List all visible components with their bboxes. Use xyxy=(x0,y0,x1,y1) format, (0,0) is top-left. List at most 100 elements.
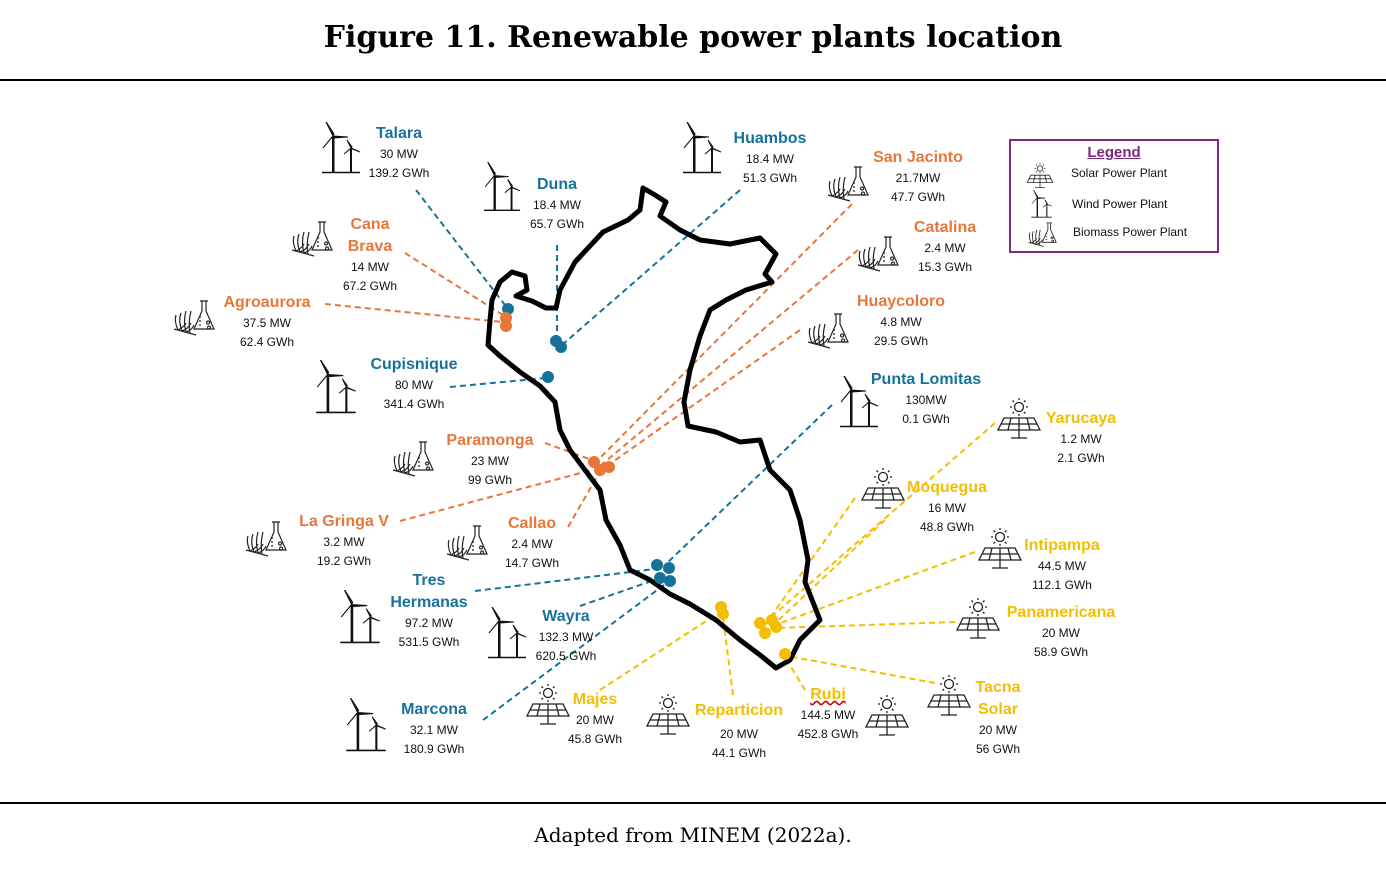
plant-capacity: 44.5 MW xyxy=(1037,559,1086,573)
plant-label-talara: Talara 30 MW 139.2 GWh xyxy=(369,123,430,183)
plant-label-la-gringa-v: La Gringa V 3.2 MW 19.2 GWh xyxy=(299,511,389,571)
biomass-icon xyxy=(446,525,488,561)
marker-wind xyxy=(651,559,663,571)
plant-name: Majes xyxy=(572,691,618,708)
top-rule xyxy=(0,79,1386,81)
plant-name: Rubi xyxy=(810,686,846,703)
plant-energy: 62.4 GWh xyxy=(239,335,295,349)
plant-energy: 56 GWh xyxy=(975,742,1020,756)
plant-capacity: 23 MW xyxy=(470,454,510,468)
leader-cana-brava xyxy=(404,252,504,316)
plant-capacity: 20 MW xyxy=(978,723,1017,737)
wind-turbine-icon xyxy=(340,590,381,644)
wind-turbine-icon xyxy=(1031,190,1053,218)
biomass-icon xyxy=(173,300,215,336)
plant-name: Huaycoloro xyxy=(856,293,946,310)
solar-panel-icon xyxy=(997,398,1041,439)
legend-item-solar: Solar Power Plant xyxy=(1071,166,1168,180)
plant-energy: 51.3 GWh xyxy=(742,171,798,185)
marker-wind xyxy=(664,575,676,587)
plant-name: Tres xyxy=(412,572,446,589)
leader-san-jacinto xyxy=(595,203,853,463)
leader-intipampa xyxy=(774,551,976,626)
plant-capacity: 130MW xyxy=(905,393,947,407)
marker-wind xyxy=(555,341,567,353)
plant-name: La Gringa V xyxy=(299,513,389,530)
leader-talara xyxy=(415,189,506,306)
plant-name: Cupisnique xyxy=(370,356,458,373)
plant-energy: 29.5 GWh xyxy=(873,334,929,348)
leader-panamericana xyxy=(774,621,956,629)
wind-turbine-icon xyxy=(683,122,722,174)
marker-wind xyxy=(663,562,675,574)
plant-label-cana-brava: Cana Brava 14 MW 67.2 GWh xyxy=(343,214,397,296)
solar-panel-icon xyxy=(956,598,1000,639)
plant-name: Panamericana xyxy=(1006,604,1116,621)
leader-moquegua xyxy=(764,497,856,626)
plant-capacity: 20 MW xyxy=(575,713,614,727)
figure-caption: Adapted from MINEM (2022a). xyxy=(534,823,852,847)
biomass-icon xyxy=(291,221,333,257)
plant-capacity: 80 MW xyxy=(394,378,434,392)
wind-turbine-icon xyxy=(346,698,387,752)
plant-name: Intipampa xyxy=(1024,537,1100,554)
plant-label-cupisnique: Cupisnique 80 MW 341.4 GWh xyxy=(370,354,457,414)
plant-capacity: 4.8 MW xyxy=(880,315,922,329)
solar-panel-icon xyxy=(865,695,909,736)
plant-label-marcona: Marcona 32.1 MW 180.9 GWh xyxy=(401,699,467,759)
plant-label-agroaurora: Agroaurora 37.5 MW 62.4 GWh xyxy=(223,292,310,352)
biomass-icon xyxy=(827,166,869,202)
wind-turbine-icon xyxy=(484,162,521,211)
marker-solar xyxy=(779,648,791,660)
wind-turbine-icon xyxy=(316,360,357,414)
legend-title: Legend xyxy=(1087,144,1141,161)
plant-label-tacna-solar: Tacna Solar 20 MW 56 GWh xyxy=(975,677,1020,759)
plant-energy: 2.1 GWh xyxy=(1057,451,1105,465)
biomass-icon xyxy=(392,441,434,477)
leader-huaycoloro xyxy=(603,329,801,469)
leader-reparticion xyxy=(721,609,734,696)
plant-label-huambos: Huambos 18.4 MW 51.3 GWh xyxy=(734,128,807,188)
plant-name: Paramonga xyxy=(446,432,534,449)
plant-energy: 531.5 GWh xyxy=(398,635,460,649)
plant-energy: 0.1 GWh xyxy=(902,412,950,426)
legend-box: Legend Solar Power Plant Wind Power Plan… xyxy=(1009,139,1219,253)
plant-capacity: 20 MW xyxy=(719,727,759,741)
plant-energy: 180.9 GWh xyxy=(403,742,465,756)
plant-capacity: 18.4 MW xyxy=(532,198,581,212)
plant-capacity: 3.2 MW xyxy=(323,535,365,549)
solar-panel-icon xyxy=(861,468,905,509)
plant-label-rubi: Rubi 144.5 MW 452.8 GWh xyxy=(798,684,859,744)
plant-name: Reparticion xyxy=(694,702,784,719)
plant-capacity: 20 MW xyxy=(1041,626,1081,640)
leader-cupisnique xyxy=(449,377,546,388)
plant-energy: 139.2 GWh xyxy=(368,166,430,180)
plant-name: Wayra xyxy=(542,608,590,625)
plant-name: Moquegua xyxy=(907,479,987,496)
marker-biomass xyxy=(603,461,615,473)
plant-name: Callao xyxy=(507,515,556,532)
leader-wayra xyxy=(579,577,661,607)
plant-name: Tacna xyxy=(975,679,1021,696)
plant-label-moquegua: Moquegua 16 MW 48.8 GWh xyxy=(907,477,987,537)
plant-label-majes: Majes 20 MW 45.8 GWh xyxy=(568,689,622,749)
biomass-icon xyxy=(245,521,287,557)
plant-capacity: 2.4 MW xyxy=(924,241,966,255)
plant-capacity: 2.4 MW xyxy=(511,537,553,551)
leader-agroaurora xyxy=(324,303,504,323)
plant-name: Huambos xyxy=(733,130,807,147)
plant-energy: 341.4 GWh xyxy=(383,397,445,411)
plant-label-huaycoloro: Huaycoloro 4.8 MW 29.5 GWh xyxy=(857,291,945,351)
marker-wind xyxy=(654,572,666,584)
plant-name: Punta Lomitas xyxy=(870,371,982,388)
plant-energy: 99 GWh xyxy=(467,473,513,487)
leader-tres-hermanas xyxy=(474,568,656,592)
plant-energy: 48.8 GWh xyxy=(919,520,975,534)
marker-biomass xyxy=(500,320,512,332)
plant-label-panamericana: Panamericana 20 MW 58.9 GWh xyxy=(1007,602,1116,662)
plant-energy: 65.7 GWh xyxy=(529,217,585,231)
plant-energy: 47.7 GWh xyxy=(890,190,946,204)
legend-item-biomass: Biomass Power Plant xyxy=(1073,225,1188,239)
leader-tacna xyxy=(786,655,936,684)
plant-label-duna: Duna 18.4 MW 65.7 GWh xyxy=(530,174,584,234)
